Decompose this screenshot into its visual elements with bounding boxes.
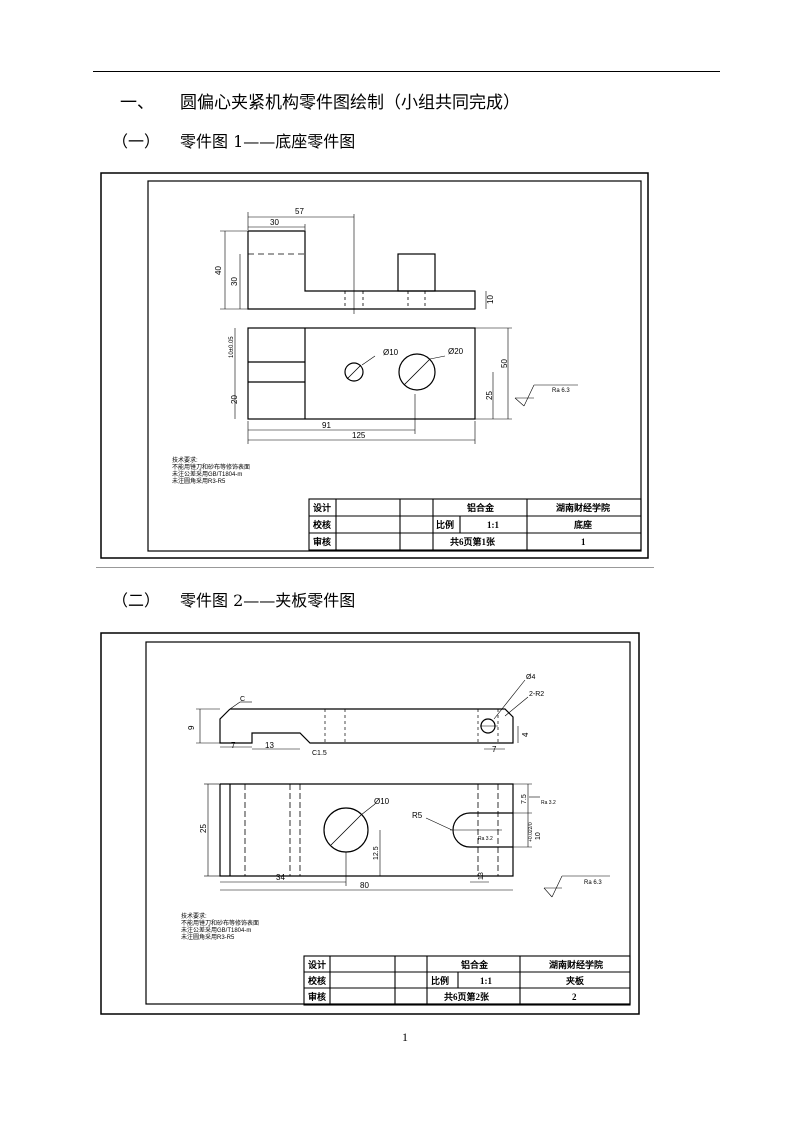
roughness-small-top: Ra 3.2 bbox=[541, 800, 556, 806]
dim-c: C bbox=[240, 696, 245, 703]
tech-title: 技术要求: bbox=[172, 456, 198, 464]
page-number: 1 bbox=[402, 1030, 408, 1044]
dim-4: 4 bbox=[521, 732, 530, 737]
clamp-plate-drawing: C Ø4 2-R2 9 7 13 C1.5 7 4 bbox=[100, 632, 640, 1015]
part1-title: 零件图 1——底座零件图 bbox=[180, 132, 356, 151]
dim-25: 25 bbox=[199, 824, 208, 833]
roughness-label: Ra 6.3 bbox=[552, 388, 570, 394]
mid-rule bbox=[96, 567, 654, 568]
tb-part-no: 2 bbox=[572, 992, 577, 1002]
tb-part-name: 底座 bbox=[574, 519, 592, 530]
dim-7-5: 7.5 bbox=[521, 794, 528, 804]
dim-2r2: 2-R2 bbox=[529, 691, 544, 698]
dim-30-top: 30 bbox=[270, 218, 279, 227]
plate-top-view bbox=[219, 783, 514, 877]
title-block bbox=[308, 498, 642, 551]
tech-line3: 未注圆角采用R3-R5 bbox=[181, 933, 235, 941]
tech-line1: 不能用锉刀和砂布等修饰表面 bbox=[172, 463, 250, 471]
dim-20: 20 bbox=[230, 395, 239, 404]
dim-57: 57 bbox=[295, 207, 304, 216]
dim-91: 91 bbox=[322, 421, 331, 430]
tb-design: 设计 bbox=[308, 959, 326, 970]
dim-9: 9 bbox=[187, 725, 196, 730]
dim-7a: 7 bbox=[231, 741, 236, 750]
dim-10: 10 bbox=[486, 295, 495, 304]
base-front-dims bbox=[220, 212, 487, 310]
tb-sheets: 共6页第1张 bbox=[450, 536, 496, 547]
dim-13b: 13 bbox=[478, 872, 485, 880]
tb-school: 湖南财经学院 bbox=[556, 502, 610, 513]
dim-50: 50 bbox=[500, 359, 509, 368]
dim-phi10: Ø10 bbox=[383, 348, 399, 357]
tb-material: 铝合金 bbox=[467, 502, 495, 513]
tb-part-name: 夹板 bbox=[566, 975, 585, 986]
part2-number: （二） bbox=[112, 591, 161, 610]
dim-125: 125 bbox=[352, 431, 366, 440]
tech-line1: 不能用锉刀和砂布等修饰表面 bbox=[181, 919, 259, 927]
plate-front-view bbox=[219, 708, 514, 744]
dim-25: 25 bbox=[485, 391, 494, 400]
dim-13: 13 bbox=[265, 741, 274, 750]
base-top-dims bbox=[234, 327, 578, 444]
base-part-drawing: 57 30 40 30 10 Ø10 Ø20 50 25 10±0.05 20 … bbox=[100, 172, 649, 559]
dim-7b: 7 bbox=[492, 745, 497, 754]
tb-scale: 1:1 bbox=[487, 520, 499, 530]
plate-front-dims bbox=[196, 679, 529, 750]
part1-number: （一） bbox=[112, 132, 161, 151]
tb-check: 校核 bbox=[308, 975, 326, 986]
tb-scale-label: 比例 bbox=[431, 975, 449, 986]
dim-tolerance: +0.022/0 bbox=[528, 822, 534, 842]
tb-approve: 审核 bbox=[308, 991, 326, 1002]
tb-approve: 审核 bbox=[313, 536, 331, 547]
tb-sheets: 共6页第2张 bbox=[444, 991, 490, 1002]
base-front-view bbox=[247, 214, 476, 314]
dim-80: 80 bbox=[360, 881, 369, 890]
tb-school: 湖南财经学院 bbox=[549, 959, 603, 970]
tech-line2: 未注公差采用GB/T1804-m bbox=[172, 470, 242, 478]
dim-34: 34 bbox=[276, 873, 285, 882]
dim-10-tol: 10±0.05 bbox=[229, 336, 235, 358]
tech-line2: 未注公差采用GB/T1804-m bbox=[181, 926, 251, 934]
tech-line3: 未注圆角采用R3-R5 bbox=[172, 477, 226, 485]
dim-phi4: Ø4 bbox=[526, 674, 535, 681]
tb-material: 铝合金 bbox=[461, 959, 489, 970]
plate-top-dims bbox=[204, 783, 610, 898]
dim-12-5: 12.5 bbox=[373, 846, 380, 860]
base-top-view bbox=[247, 327, 476, 420]
dim-phi10: Ø10 bbox=[374, 797, 390, 806]
section-title: 圆偏心夹紧机构零件图绘制（小组共同完成） bbox=[180, 93, 520, 113]
roughness-small-mid: Ra 3.2 bbox=[478, 836, 493, 842]
tech-title: 技术要求: bbox=[181, 912, 207, 920]
tb-design: 设计 bbox=[313, 502, 331, 513]
section-number: 一、 bbox=[120, 93, 154, 113]
tb-scale: 1:1 bbox=[480, 976, 492, 986]
dim-10-tol: 10 bbox=[535, 832, 542, 840]
dim-40: 40 bbox=[214, 266, 223, 275]
dim-30-left: 30 bbox=[230, 277, 239, 286]
part2-title: 零件图 2——夹板零件图 bbox=[180, 591, 356, 610]
dim-r5: R5 bbox=[412, 811, 423, 820]
roughness-label: Ra 6.3 bbox=[584, 880, 602, 886]
tb-part-no: 1 bbox=[581, 537, 586, 547]
dim-c15: C1.5 bbox=[312, 750, 327, 757]
title-block bbox=[303, 955, 631, 1006]
top-rule bbox=[93, 71, 720, 72]
dim-phi20: Ø20 bbox=[448, 347, 464, 356]
tb-check: 校核 bbox=[313, 519, 331, 530]
tb-scale-label: 比例 bbox=[436, 519, 454, 530]
